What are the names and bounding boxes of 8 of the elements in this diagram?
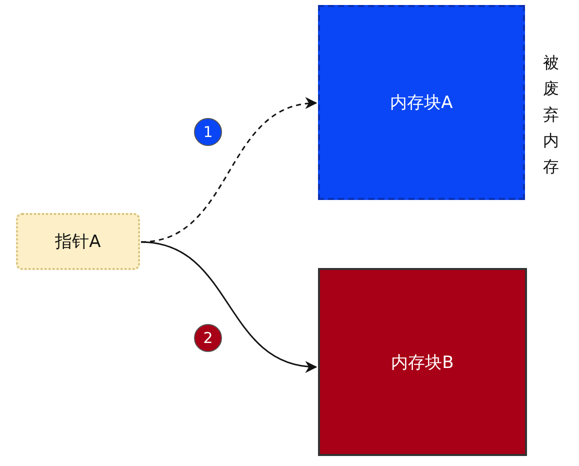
side-note: 被废弃内存 [543, 52, 560, 178]
memory-block: 内存块A [318, 5, 525, 200]
memory-block: 内存块B [318, 268, 527, 456]
arrow [140, 98, 318, 243]
pointer-box: 指针A [16, 213, 140, 270]
step-number: 2 [194, 324, 222, 352]
arrow [140, 241, 318, 372]
step-number: 1 [194, 118, 222, 146]
